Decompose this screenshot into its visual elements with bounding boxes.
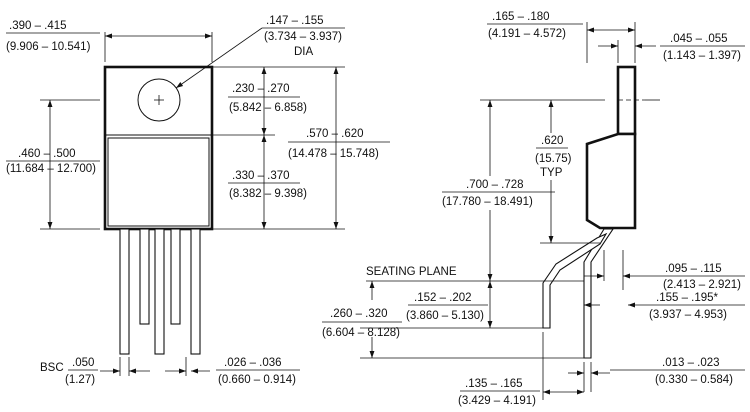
body-lower-mm: (8.382 – 9.398) [229, 188, 307, 200]
hole-mm: (3.734 – 3.937) [264, 31, 342, 43]
width-mm: (9.906 – 10.541) [6, 41, 91, 53]
side-lead [583, 228, 615, 359]
tab-to-hole-mm: (5.842 – 6.858) [229, 102, 307, 114]
pitch-prefix: BSC [40, 362, 64, 374]
lead-spacing-mm: (3.429 – 4.191) [458, 395, 536, 407]
offset-a-mm: (2.413 – 2.921) [663, 279, 741, 291]
lead-5 [190, 228, 201, 355]
side-package-body [585, 132, 637, 230]
lead-thick-in: .013 – .023 [662, 357, 720, 369]
lead-len-in: .260 – .320 [330, 308, 388, 320]
thickness-in: .165 – .180 [492, 11, 550, 23]
lead-spacing-in: .135 – .165 [465, 378, 523, 390]
width-in: .390 – .415 [9, 20, 67, 32]
front-package-body [103, 65, 214, 231]
total-height-mm: (14.478 – 15.748) [288, 148, 379, 160]
front-view: .390 – .415 (9.906 – 10.541) .147 – .155… [6, 15, 390, 386]
offset-b-in: .155 – .195* [656, 292, 719, 304]
lead-width-mm: (0.660 – 0.914) [218, 374, 296, 386]
bend-note: TYP [540, 167, 563, 179]
front-mold-window [107, 137, 210, 227]
lead-len-mm: (6.604 – 8.128) [322, 327, 400, 339]
pitch-in: .050 [72, 357, 94, 369]
seating-plane-label: SEATING PLANE [366, 266, 457, 278]
mounting-hole [137, 78, 181, 122]
body-lower-in: .330 – .370 [232, 170, 290, 182]
lead-3 [154, 228, 165, 355]
tab-to-hole-in: .230 – .270 [232, 83, 290, 95]
side-tab [616, 65, 637, 136]
lead-4 [170, 228, 181, 325]
overall-in: .700 – .728 [466, 179, 524, 191]
bend-in: .620 [541, 135, 563, 147]
hole-note: DIA [294, 46, 314, 58]
lead-2 [139, 228, 150, 325]
tab-thickness-in: .045 – .055 [670, 33, 728, 45]
total-height-in: .570 – .620 [306, 128, 364, 140]
overall-mm: (17.780 – 18.491) [442, 196, 533, 208]
front-leads [119, 228, 201, 355]
side-view: .165 – .180 (4.191 – 4.572) .045 – .055 … [322, 11, 745, 407]
body-height-mm: (11.684 – 12.700) [6, 163, 96, 175]
offset-b-mm: (3.937 – 4.953) [649, 309, 727, 321]
hole-in: .147 – .155 [266, 15, 324, 27]
lead-width-in: .026 – .036 [224, 357, 282, 369]
tab-thickness-mm: (1.143 – 1.397) [663, 50, 741, 62]
standoff-in: .152 – .202 [414, 292, 472, 304]
bend-mm: (15.75) [535, 153, 572, 165]
offset-a-in: .095 – .115 [665, 263, 722, 275]
thickness-mm: (4.191 – 4.572) [488, 28, 566, 40]
standoff-mm: (3.860 – 5.130) [406, 310, 484, 322]
lead-thick-mm: (0.330 – 0.584) [655, 374, 733, 386]
body-height-in: .460 – .500 [18, 148, 76, 160]
pitch-mm: (1.27) [65, 374, 95, 386]
lead-1 [119, 228, 130, 355]
